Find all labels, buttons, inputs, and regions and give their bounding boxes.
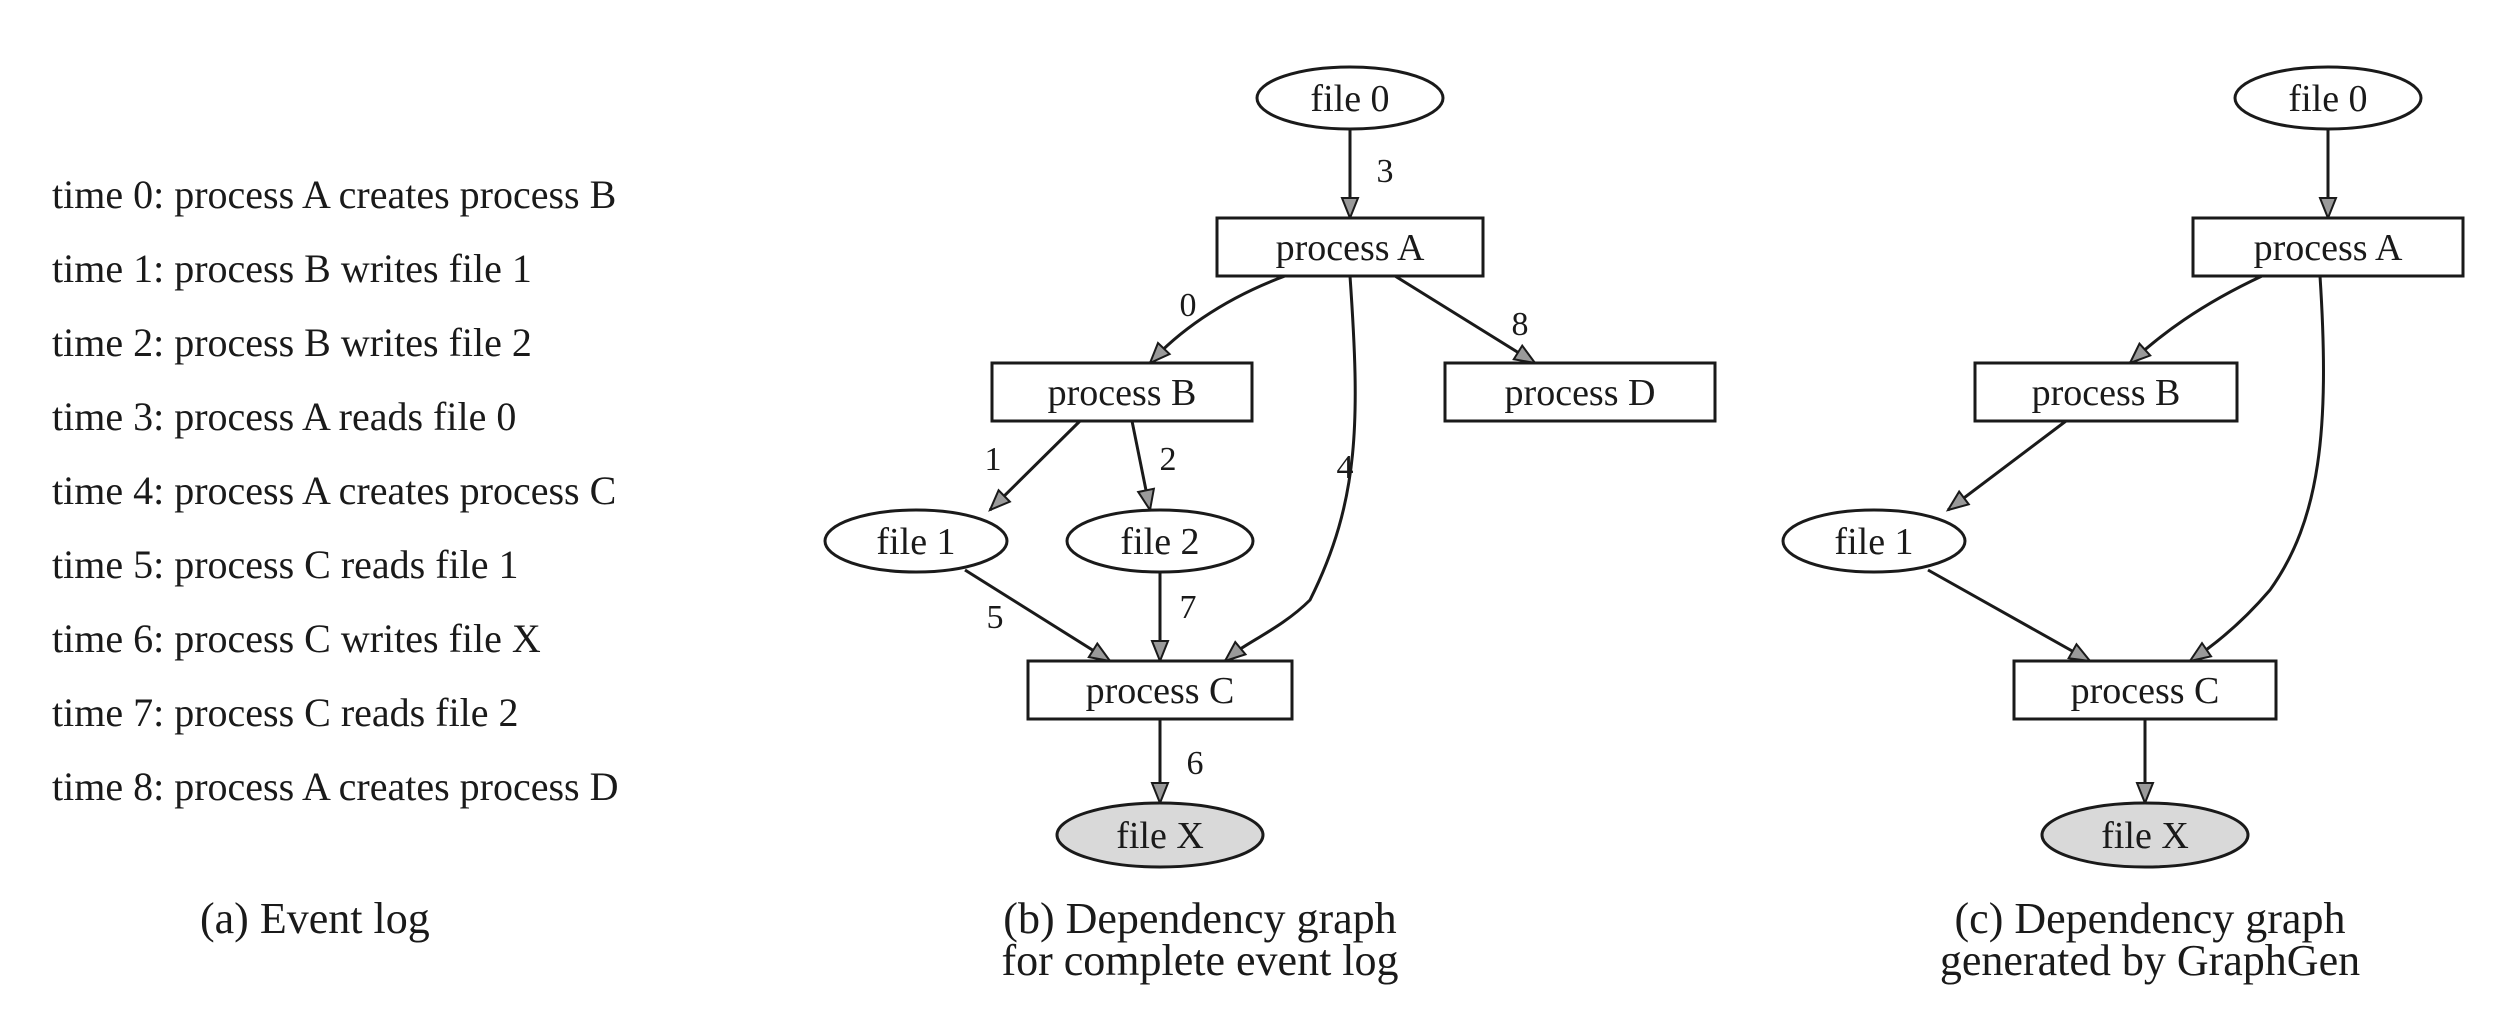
- event-log-line-7: time 7: process C reads file 2: [52, 690, 519, 735]
- graph-b-node-label-procD: process D: [1505, 372, 1656, 414]
- graph-b-node-label-procC: process C: [1086, 670, 1235, 712]
- graph-b-arrowhead-file2-procC: [1150, 640, 1170, 664]
- graph-b-node-label-file0: file 0: [1310, 78, 1389, 120]
- graph-b-node-shape-fileX: [1055, 801, 1265, 869]
- caption-dependency-graph-complete: (b) Dependency graph for complete event …: [940, 894, 1460, 985]
- caption-event-log: (a) Event log: [200, 894, 430, 943]
- graph-c-edge-procA-procB: [2128, 274, 2263, 365]
- graph-c-edge-procB-file1: [1947, 419, 2067, 512]
- graph-c-node-file0: file 0: [2233, 65, 2423, 131]
- graph-b-node-file0: file 0: [1255, 65, 1445, 131]
- graph-b-arrowhead-procA-procD: [1512, 343, 1538, 365]
- event-log-line-6: time 6: process C writes file X: [52, 616, 541, 661]
- graph-c-arrowhead-file1-procC: [2067, 642, 2093, 663]
- graph-b-edge-procA-procD: [1394, 274, 1536, 365]
- graph-c-node-shape-file0: [2233, 65, 2423, 131]
- graph-c-node-label-file1: file 1: [1834, 521, 1913, 563]
- graph-c-node-shape-procC: [2012, 659, 2278, 721]
- graph-b-arrowhead-procB-file1: [988, 488, 1012, 512]
- graph-c-arrowhead-procC-fileX: [2135, 782, 2155, 806]
- graph-c-node-procB: process B: [1973, 361, 2239, 423]
- graph-b-edge-label-procA-procB: 0: [1180, 287, 1197, 324]
- graph-c-arrowhead-procA-procC: [2187, 641, 2213, 663]
- event-log-line-2: time 2: process B writes file 2: [52, 320, 532, 365]
- graph-b-arrowhead-procA-procB: [1148, 341, 1172, 365]
- event-log-line-4: time 4: process A creates process C: [52, 468, 617, 513]
- graph-b-node-label-file1: file 1: [876, 521, 955, 563]
- graph-c-edge-procA-procC: [2189, 275, 2325, 663]
- graph-c-node-shape-procB: [1973, 361, 2239, 423]
- graph-b-edge-procA-procC: [1223, 275, 1357, 663]
- graph-c-arrowhead-procB-file1: [1945, 489, 1971, 512]
- event-log-line-5: time 5: process C reads file 1: [52, 542, 519, 587]
- graph-b-node-procB: process B: [990, 361, 1254, 423]
- graph-b-node-file2: file 2: [1065, 508, 1255, 574]
- event-log-line-1: time 1: process B writes file 1: [52, 246, 532, 291]
- graph-b-node-label-procA: process A: [1276, 227, 1425, 269]
- graph-b-node-fileX: file X: [1055, 801, 1265, 869]
- graph-b-edge-label-file2-procC: 7: [1180, 589, 1197, 626]
- graph-c-node-label-procC: process C: [2071, 670, 2220, 712]
- caption-b-line-1: (b) Dependency graph: [1003, 894, 1397, 943]
- graph-b-node-shape-file1: [823, 508, 1009, 574]
- graph-b-node-shape-procB: [990, 361, 1254, 423]
- event-log: time 0: process A creates process B time…: [52, 158, 792, 824]
- graph-b-edge-procB-file1: [988, 419, 1082, 512]
- graph-b-node-label-procB: process B: [1048, 372, 1197, 414]
- graph-c-node-shape-fileX: [2040, 801, 2250, 869]
- graph-b-arrowhead-procB-file2: [1136, 487, 1156, 513]
- graph-c-node-label-fileX: file X: [2101, 815, 2189, 857]
- caption-c-line-2: generated by GraphGen: [1939, 936, 2361, 985]
- graph-c-arrowhead-file0-procA: [2318, 197, 2338, 221]
- graph-b-edge-file1-procC: [964, 568, 1111, 663]
- graph-b-arrowhead-procC-fileX: [1150, 782, 1170, 806]
- caption-dependency-graph-graphgen: (c) Dependency graph generated by GraphG…: [1890, 894, 2410, 985]
- graph-c-node-procA: process A: [2191, 216, 2465, 278]
- graph-b-edge-label-procC-fileX: 6: [1187, 745, 1204, 782]
- event-log-line-0: time 0: process A creates process B: [52, 172, 617, 217]
- graph-c-node-shape-procA: [2191, 216, 2465, 278]
- graph-b-node-shape-procD: [1443, 361, 1717, 423]
- graph-b-edge-label-procB-file2: 2: [1160, 441, 1177, 478]
- graph-b-node-shape-procC: [1026, 659, 1294, 721]
- caption-c-line-1: (c) Dependency graph: [1954, 894, 2346, 943]
- graph-b-node-procD: process D: [1443, 361, 1717, 423]
- graph-b-edge-label-procB-file1: 1: [985, 441, 1002, 478]
- graph-c-arrowhead-procA-procB: [2128, 341, 2152, 365]
- graph-b-node-shape-file0: [1255, 65, 1445, 131]
- graph-c-node-shape-file1: [1781, 508, 1967, 574]
- graph-b-edge-label-procA-procD: 8: [1512, 306, 1529, 343]
- graph-b-edge-label-procA-procC: 4: [1337, 449, 1354, 486]
- graph-b-edge-label-file0-procA: 3: [1377, 153, 1394, 190]
- event-log-line-8: time 8: process A creates process D: [52, 764, 619, 809]
- graph-b-edge-procA-procB: [1148, 274, 1286, 364]
- event-log-line-3: time 3: process A reads file 0: [52, 394, 517, 439]
- graph-c-edge-file1-procC: [1927, 568, 2091, 663]
- graph-c-node-label-procA: process A: [2254, 227, 2403, 269]
- graph-b-node-label-fileX: file X: [1116, 815, 1204, 857]
- graph-b-node-file1: file 1: [823, 508, 1009, 574]
- graph-c-node-fileX: file X: [2040, 801, 2250, 869]
- caption-b-line-2: for complete event log: [1001, 936, 1399, 985]
- graph-b-edge-label-file1-procC: 5: [987, 599, 1004, 636]
- graph-c-node-procC: process C: [2012, 659, 2278, 721]
- graph-c-node-file1: file 1: [1781, 508, 1967, 574]
- dependency-graph-graphgen: file 0 process A process B file 1 process C f…: [1781, 65, 2465, 869]
- graph-b-node-label-file2: file 2: [1120, 521, 1199, 563]
- graph-b-node-shape-file2: [1065, 508, 1255, 574]
- graph-b-node-shape-procA: [1215, 216, 1485, 278]
- graph-b-node-procA: process A: [1215, 216, 1485, 278]
- graph-b-arrowhead-file1-procC: [1087, 641, 1113, 663]
- graph-b-arrowhead-procA-procC: [1222, 640, 1248, 663]
- graph-c-node-label-procB: process B: [2032, 372, 2181, 414]
- graph-b-arrowhead-file0-procA: [1340, 197, 1360, 221]
- graph-c-node-label-file0: file 0: [2288, 78, 2367, 120]
- graph-b-node-procC: process C: [1026, 659, 1294, 721]
